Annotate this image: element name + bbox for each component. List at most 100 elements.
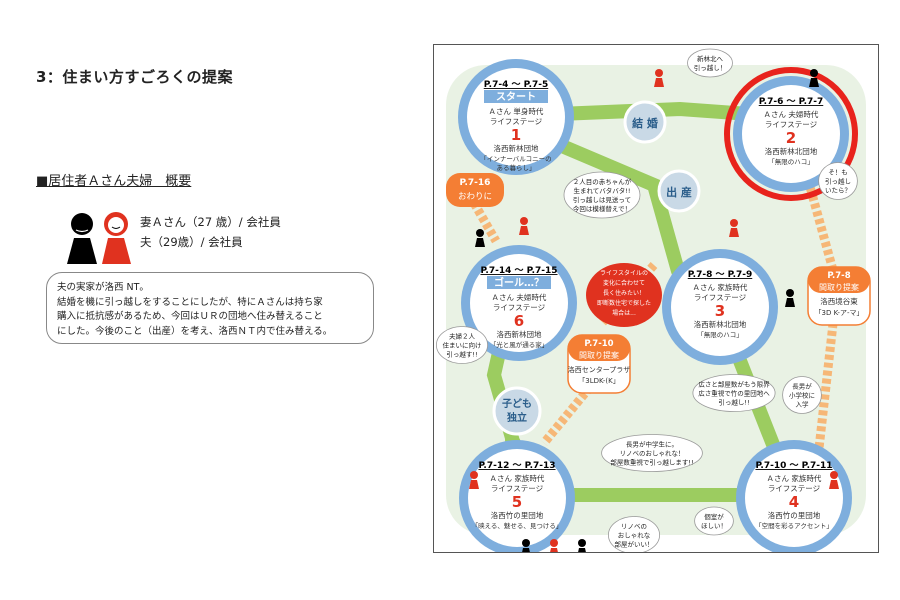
stage-note: 「映える、魅せる、見つける」	[472, 521, 563, 530]
stage-label: ライフステージ	[768, 484, 821, 493]
bubble-line: 個室が	[704, 512, 724, 521]
event-birth: 出 産	[657, 169, 701, 213]
bubble-line: リノベの	[621, 523, 647, 531]
person-icon	[829, 471, 839, 489]
stage-inner	[742, 85, 840, 183]
lifestyle-callout: ライフスタイルの 変化に合わせて 長く住みたい！ 即断数住宅で探した 場合は..…	[586, 263, 662, 327]
bubble-line: 広さと部屋数がもう限界	[698, 380, 770, 389]
pill-plan-b-place: 洛西センタープラザ	[568, 365, 631, 374]
stage-label: ライフステージ	[490, 117, 543, 126]
event-kids-label-2: 独立	[507, 411, 527, 424]
stage-note: 「無限のハコ」	[697, 330, 743, 339]
pill-plan-a-label: 間取り提案	[819, 282, 859, 292]
stage-number: 5	[512, 493, 522, 511]
person-icon	[809, 69, 819, 87]
bubble-line: 引っ越す!!	[446, 350, 477, 359]
bubble-line: 小学校に	[789, 391, 815, 400]
event-kids-label-1: 子ども	[502, 397, 532, 410]
person-icon	[785, 289, 795, 307]
event-kids-independent: 子ども 独立	[492, 386, 542, 436]
bubble-line: 広さ重視で竹の里団地へ	[698, 389, 770, 398]
bubble-line: ２人目の赤ちゃんが	[573, 177, 632, 186]
stage-note: 「光と風が通る家」	[490, 340, 549, 349]
bubble-line: 入学	[796, 400, 810, 409]
couple-avatar	[67, 212, 131, 264]
bubble-line: 夫婦２人	[449, 332, 476, 341]
stage-person: Ａさん 家族時代	[767, 473, 822, 483]
stage-label: ライフステージ	[491, 484, 544, 493]
pill-plan-a-place: 洛西境谷東	[820, 296, 858, 306]
pill-plan-b-note: 「3LDK-(K」	[578, 377, 619, 385]
bubble-line: 今回は模様替えで！	[573, 204, 631, 213]
stage-label: ライフステージ	[765, 120, 818, 129]
husband-avatar-icon	[67, 213, 97, 264]
stage-number: 3	[715, 302, 725, 320]
stage-place: 洛西新林北団地	[694, 319, 747, 329]
stage-number: 1	[511, 126, 521, 144]
lifestyle-line: ライフスタイルの	[600, 269, 648, 277]
stage-page: P.7-10 ～ P.7-11	[755, 461, 832, 471]
stage-person: Ａさん 夫婦時代	[492, 292, 547, 302]
pill-plan-b-page: P.7-10	[584, 339, 613, 349]
stage-person: Ａさん 家族時代	[693, 282, 748, 292]
bubble-line: 引っ越しは見送って	[573, 195, 631, 204]
stage-label: ライフステージ	[694, 293, 747, 302]
stage-label: ライフステージ	[493, 303, 546, 312]
stage-note: 「無限のハコ」	[768, 157, 814, 166]
person-icon	[577, 539, 587, 557]
stage-page: P.7-6 ～ P.7-7	[759, 97, 824, 107]
bubble-line: ほしい！	[701, 522, 727, 530]
stage-number: 6	[514, 312, 524, 330]
bubble-line: そ！も	[828, 169, 848, 177]
stage-note: 「空間を彩るアクセント」	[755, 521, 833, 530]
person-icon	[519, 217, 529, 235]
event-birth-label: 出 産	[666, 185, 692, 199]
stage-place: 洛西新林北団地	[765, 146, 818, 156]
person-icon	[475, 229, 485, 247]
stage-page: P.7-8 ～ P.7-9	[688, 270, 753, 280]
bubble-line: 長男が中学生に。	[626, 440, 678, 449]
event-marriage: 結 婚	[623, 100, 667, 144]
stage-place: 洛西新林団地	[497, 329, 542, 339]
stage-place: 洛西竹の里団地	[768, 510, 821, 520]
stage-number: 2	[786, 129, 796, 147]
bubble-line: 新林北へ	[697, 54, 724, 63]
description-line: 夫の実家が洛西 NT。	[57, 282, 149, 293]
stage-tag: スタート	[496, 91, 536, 103]
bubble-line: 住まいに向け	[443, 341, 482, 350]
pill-plan-a-note: 「3D K-ア-マ」	[815, 309, 864, 317]
stage-place: 洛西新林団地	[494, 143, 539, 153]
stage-person: Ａさん 夫婦時代	[764, 109, 819, 119]
description-line: 購入に抵抗感があるため、今回はＵＲの団地へ住み替えること	[57, 311, 323, 322]
bubble-junior: 長男が中学生に。リノベのおしゃれな！部屋数重視で引っ越します!!	[601, 434, 703, 472]
stage-inner	[468, 449, 566, 547]
stage-page: P.7-14 ～ P.7-15	[480, 266, 557, 276]
bubble-line: 部屋数重視で引っ越します!!	[610, 458, 693, 467]
stage-person: Ａさん 家族時代	[490, 473, 545, 483]
stage-place: 洛西竹の里団地	[491, 510, 544, 520]
pill-ending-label: おわりに	[458, 192, 492, 202]
highlight-ring	[724, 67, 858, 201]
page-heading: 3：住まい方すごろくの提案	[36, 68, 233, 86]
stage-page: P.7-12 ～ P.7-13	[478, 461, 555, 471]
bubble-line: いたら？	[825, 187, 851, 195]
stage-number: 4	[789, 493, 799, 511]
bubble-line: おしゃれな	[618, 532, 651, 540]
pill-plan-b-label: 間取り提案	[579, 350, 619, 360]
lifestyle-line: 変化に合わせて	[603, 279, 645, 287]
bubble-line: 生まれてバタバタ!!	[573, 186, 630, 195]
stage-page: P.7-4 ～ P.7-5	[484, 80, 549, 90]
